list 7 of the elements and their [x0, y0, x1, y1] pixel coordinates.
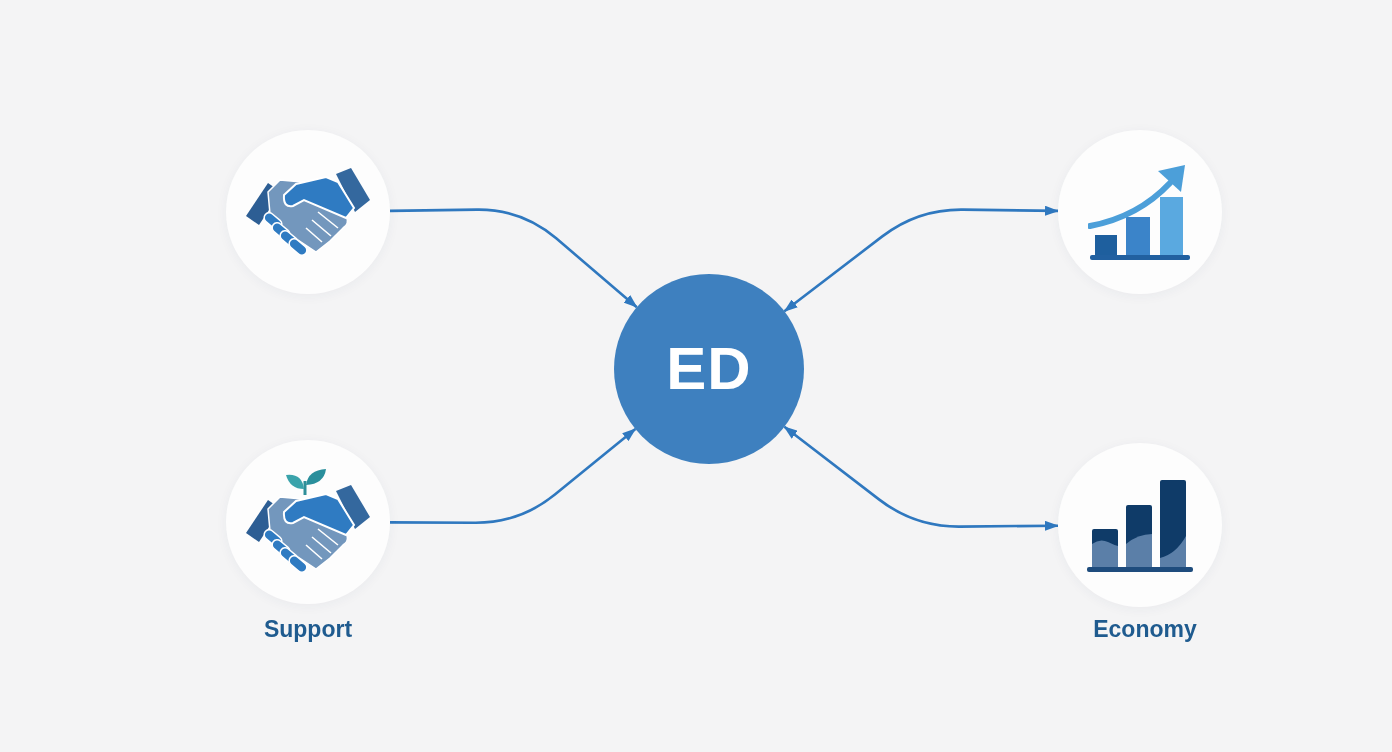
node-label: ED: [666, 339, 752, 399]
node-caption: Economy: [1093, 616, 1197, 644]
arrow: [783, 425, 1059, 531]
arrow: [390, 208, 638, 309]
arrow: [390, 428, 637, 525]
node-caption: Support: [263, 616, 353, 644]
arrow: [783, 205, 1059, 313]
